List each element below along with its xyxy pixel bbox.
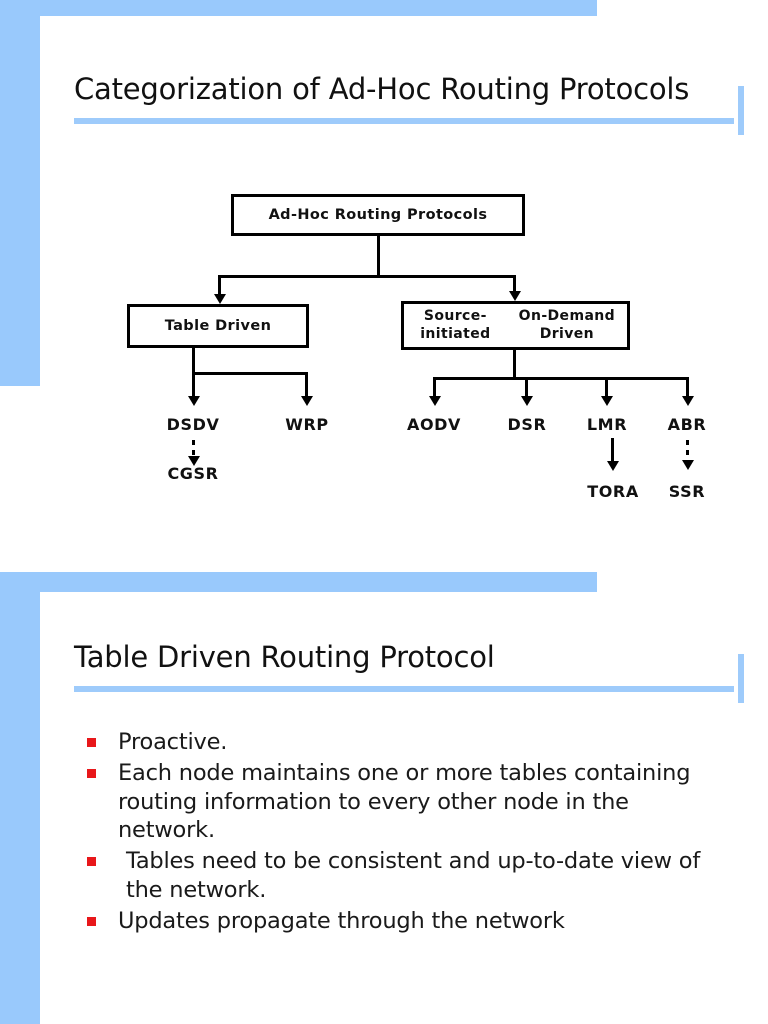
edge-root-stem: [377, 236, 380, 277]
arrowhead-dsr: [520, 396, 533, 406]
arrowhead-table-driven: [213, 294, 226, 304]
diagram-leaf-dsdv: DSDV: [166, 415, 220, 434]
node-line-2: On-Demand Driven: [518, 308, 616, 342]
diagram-leaf-lmr: LMR: [586, 415, 628, 434]
edge-lmr-tora: [611, 438, 614, 464]
diagram-leaf-ssr: SSR: [668, 482, 706, 501]
list-item: Updates propagate through the network: [82, 907, 722, 936]
edge-to-table-driven: [218, 275, 221, 297]
diagram-leaf-aodv: AODV: [406, 415, 462, 434]
diagram-leaf-cgsr: CGSR: [167, 464, 219, 483]
arrowhead-ssr: [681, 460, 694, 470]
title-rule: [74, 118, 734, 124]
diagram-leaf-wrp: WRP: [285, 415, 329, 434]
arrowhead-cgsr: [187, 456, 200, 466]
slide-card: [40, 16, 768, 572]
edge-td-dsdv: [192, 372, 195, 399]
edge-td-split: [192, 372, 308, 375]
decor-left-strip: [0, 0, 40, 386]
edge-root-split: [218, 275, 516, 278]
arrowhead-abr: [681, 396, 694, 406]
diagram-leaf-abr: ABR: [667, 415, 707, 434]
edge-to-source-initiated: [513, 275, 516, 294]
edge-si-abr: [686, 377, 689, 399]
diagram-node-table-driven: Table Driven: [127, 304, 309, 348]
edge-abr-ssr-dashed: [686, 440, 689, 462]
list-item-text: Each node maintains one or more tables c…: [118, 759, 691, 844]
edge-si-stem: [513, 350, 516, 380]
routing-protocol-tree-diagram: Ad-Hoc Routing Protocols Table Driven So…: [127, 194, 707, 501]
diagram-leaf-dsr: DSR: [507, 415, 547, 434]
slide-table-driven: [0, 572, 768, 1024]
title-tick-accent-secondary: [738, 654, 744, 703]
diagram-node-source-initiated: Source-initiated On-Demand Driven: [401, 301, 630, 350]
arrowhead-wrp: [300, 396, 313, 406]
bullet-list: Proactive. Each node maintains one or mo…: [82, 728, 722, 938]
arrowhead-lmr: [600, 396, 613, 406]
bullet-square-icon: [87, 738, 96, 747]
list-item-text: Tables need to be consistent and up-to-d…: [126, 848, 701, 903]
arrowhead-aodv: [428, 396, 441, 406]
title-rule-secondary: [74, 686, 734, 692]
edge-si-dsr: [525, 377, 528, 399]
decor-bottom-left-strip: [0, 572, 40, 1024]
edge-si-lmr: [605, 377, 608, 399]
arrowhead-dsdv: [187, 396, 200, 406]
decor-top-band: [0, 0, 597, 16]
bullet-square-icon: [87, 916, 96, 926]
decor-bottom-band: [0, 572, 597, 592]
list-item: Proactive.: [82, 728, 722, 757]
bullet-square-icon: [87, 857, 96, 867]
edge-td-wrp: [305, 372, 308, 399]
arrowhead-source-initiated: [508, 291, 521, 301]
list-item-text: Updates propagate through the network: [118, 907, 565, 934]
edge-si-aodv: [433, 377, 436, 399]
arrowhead-tora: [606, 461, 619, 471]
slide-categorization: Categorization of Ad-Hoc Routing Protoco…: [0, 0, 768, 572]
edge-si-split: [433, 377, 687, 380]
slide-card-bottom: [40, 592, 768, 1024]
edge-td-stem: [192, 348, 195, 375]
node-line-1: Source-initiated: [420, 308, 491, 342]
diagram-node-root: Ad-Hoc Routing Protocols: [231, 194, 525, 236]
list-item-text: Proactive.: [118, 729, 228, 755]
list-item: Each node maintains one or more tables c…: [82, 759, 722, 845]
edge-dsdv-cgsr-dashed: [192, 440, 195, 459]
page-title: Categorization of Ad-Hoc Routing Protoco…: [74, 72, 690, 106]
page-title-secondary: Table Driven Routing Protocol: [74, 640, 495, 674]
title-tick-accent: [738, 86, 744, 135]
diagram-leaf-tora: TORA: [587, 482, 639, 501]
list-item: Tables need to be consistent and up-to-d…: [82, 847, 722, 905]
bullet-square-icon: [87, 768, 96, 778]
